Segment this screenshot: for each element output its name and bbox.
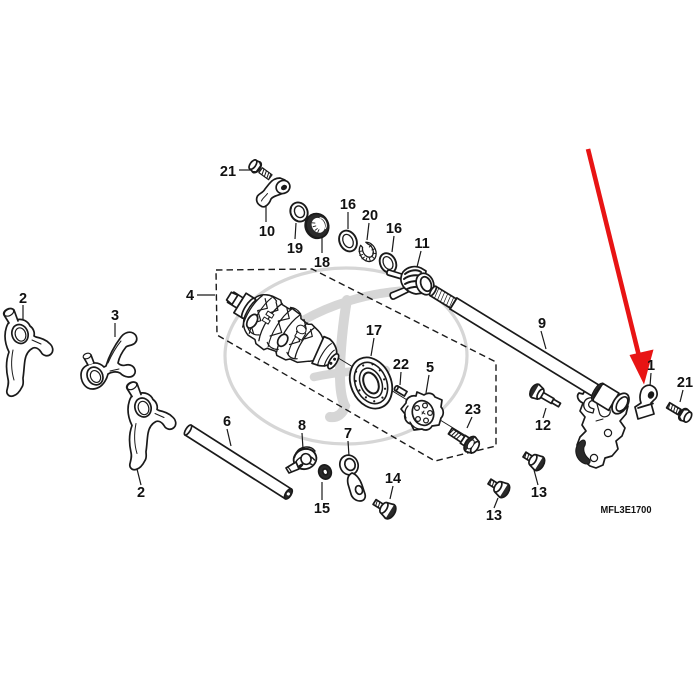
svg-text:9: 9	[538, 316, 546, 332]
svg-text:2: 2	[19, 291, 27, 307]
svg-text:7: 7	[344, 426, 352, 442]
svg-text:23: 23	[465, 402, 481, 418]
svg-text:16: 16	[386, 221, 402, 237]
svg-text:16: 16	[340, 197, 356, 213]
svg-text:2: 2	[137, 485, 145, 501]
svg-text:20: 20	[362, 208, 378, 224]
svg-text:3: 3	[111, 308, 119, 324]
svg-text:21: 21	[220, 164, 236, 180]
svg-text:12: 12	[535, 418, 551, 434]
svg-text:6: 6	[223, 414, 231, 430]
svg-text:22: 22	[393, 357, 409, 373]
svg-text:19: 19	[287, 241, 303, 257]
svg-text:13: 13	[486, 508, 502, 524]
svg-text:10: 10	[259, 224, 275, 240]
svg-text:11: 11	[414, 236, 429, 252]
svg-text:13: 13	[531, 485, 547, 501]
svg-text:1: 1	[647, 358, 655, 374]
svg-text:17: 17	[366, 323, 382, 339]
svg-text:8: 8	[298, 418, 306, 434]
svg-text:18: 18	[314, 255, 330, 271]
svg-text:15: 15	[314, 501, 330, 517]
svg-text:21: 21	[677, 375, 693, 391]
svg-text:5: 5	[426, 360, 434, 376]
svg-text:MFL3E1700: MFL3E1700	[601, 504, 652, 516]
svg-text:14: 14	[385, 471, 401, 487]
svg-text:4: 4	[186, 288, 194, 304]
